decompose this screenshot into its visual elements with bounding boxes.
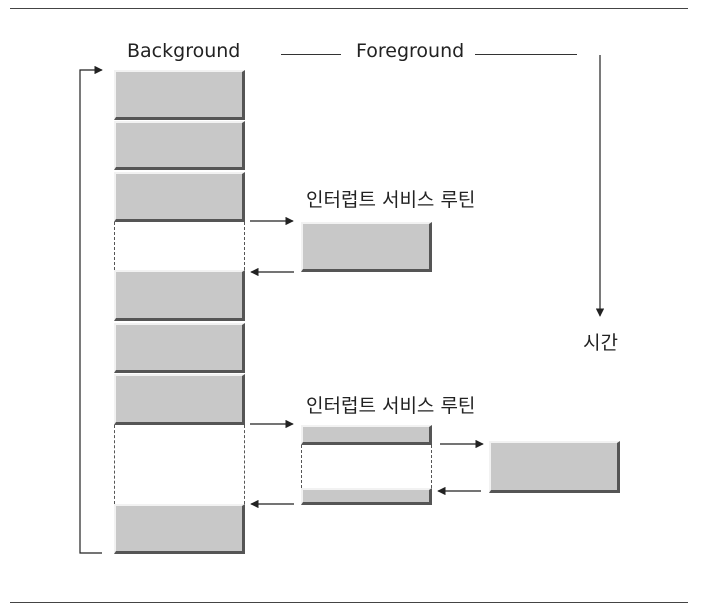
top-rule [10,8,688,9]
foreground-line-left [281,54,341,55]
background-label: Background [127,40,241,62]
background-suspended-gap [114,222,245,270]
background-task-block [114,374,245,425]
bottom-rule [10,602,688,603]
foreground-line-right [475,54,577,55]
isr-suspended-gap [301,445,432,488]
background-task-block [114,504,245,554]
time-label: 시간 [583,332,618,354]
background-task-block [114,172,245,222]
background-task-block [114,121,245,170]
isr-label-2: 인터럽트 서비스 루틴 [306,395,476,417]
isr-label-1: 인터럽트 서비스 루틴 [306,189,476,211]
background-task-block [114,270,245,321]
background-task-block [114,70,245,120]
foreground-label: Foreground [356,40,465,62]
background-task-block [114,323,245,373]
isr-block-2-bottom [301,488,432,505]
isr-block-1 [301,222,432,272]
isr-block-2-top [301,425,432,445]
nested-isr-block [489,441,620,493]
loop-arrow [79,65,103,554]
background-suspended-gap [114,425,245,504]
